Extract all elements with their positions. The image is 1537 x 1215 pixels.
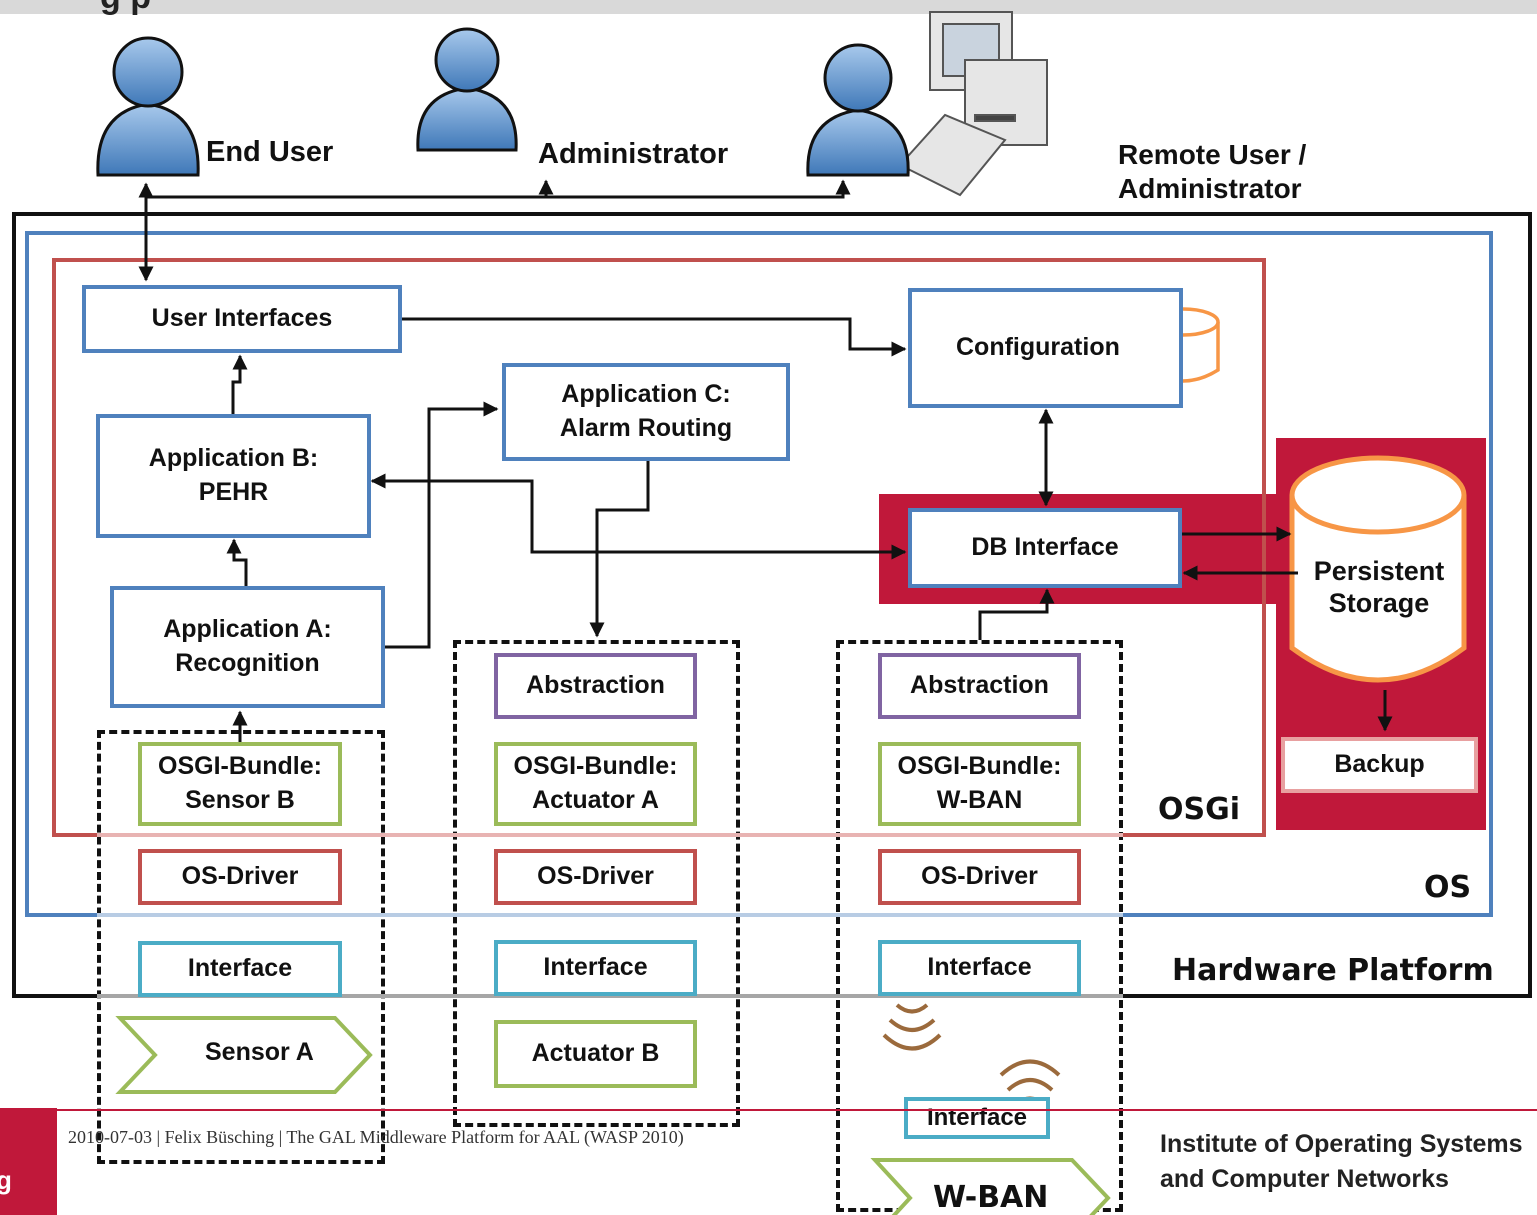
wban-to-db-arrow bbox=[978, 588, 1055, 640]
appb-to-ui-arrow bbox=[231, 354, 248, 414]
wireless-signal-icon bbox=[882, 1003, 1061, 1107]
actuator-interface-box: Interface bbox=[494, 940, 697, 996]
os-boundary-line bbox=[97, 913, 1123, 917]
application-b-box: Application B: PEHR bbox=[96, 414, 371, 538]
configuration-box: Configuration bbox=[908, 288, 1183, 408]
actor-bus-line bbox=[146, 183, 845, 199]
wban-bundle-box: OSGI-Bundle: W-BAN bbox=[878, 742, 1081, 826]
appc-to-actuator-arrow bbox=[589, 461, 650, 638]
actuator-abstraction-box: Abstraction bbox=[494, 653, 697, 719]
footer-rule bbox=[57, 1109, 1537, 1111]
actuator-b-box: Actuator B bbox=[494, 1020, 697, 1088]
footer-institute: Institute of Operating Systems and Compu… bbox=[1160, 1130, 1523, 1193]
wban-interface-box: Interface bbox=[878, 940, 1081, 996]
wban-abstraction-box: Abstraction bbox=[878, 653, 1081, 719]
persistent-storage-cylinder bbox=[1289, 455, 1467, 683]
configuration-label: Configuration bbox=[956, 333, 1120, 362]
wban-os-driver-box: OS-Driver bbox=[878, 849, 1081, 905]
persistent-storage-label: Persistent Storage bbox=[1313, 556, 1445, 619]
appb-db-bidirectional-arrow bbox=[370, 473, 907, 560]
osgi-label: OSGi bbox=[1158, 792, 1241, 827]
user-interfaces-box: User Interfaces bbox=[82, 285, 402, 353]
wban-device-interface-box: Interface bbox=[904, 1097, 1050, 1139]
os-label: OS bbox=[1424, 870, 1472, 905]
end-user-icon bbox=[96, 36, 200, 177]
end-user-label: End User bbox=[206, 136, 334, 168]
sensor-bundle-box: OSGI-Bundle: Sensor B bbox=[138, 742, 342, 826]
backup-box: Backup bbox=[1281, 737, 1478, 793]
application-a-box: Application A: Recognition bbox=[110, 586, 385, 708]
hardware-boundary-line bbox=[97, 994, 1123, 998]
sensor-a-shape bbox=[115, 1016, 373, 1094]
appa-to-appc-arrow bbox=[385, 401, 499, 649]
administrator-icon bbox=[416, 27, 518, 152]
actuator-bundle-box: OSGI-Bundle: Actuator A bbox=[494, 742, 697, 826]
application-c-box: Application C: Alarm Routing bbox=[502, 363, 790, 461]
footer-logo-fragment: g bbox=[0, 1165, 12, 1195]
appa-to-appb-arrow bbox=[226, 538, 248, 586]
osgi-boundary-line bbox=[97, 833, 1123, 837]
sensor-a-label: Sensor A bbox=[205, 1038, 314, 1066]
remote-user-label: Remote User / Administrator bbox=[1118, 139, 1307, 204]
wban-device-shape bbox=[870, 1158, 1111, 1215]
actuator-column-group bbox=[453, 640, 740, 1127]
slide-title-bar bbox=[0, 0, 1537, 14]
footer-citation: 2010-07-03 | Felix Büsching | The GAL Mi… bbox=[68, 1127, 684, 1147]
administrator-label: Administrator bbox=[538, 138, 729, 170]
db-interface-box: DB Interface bbox=[908, 508, 1182, 588]
slide-title-fragment: g p bbox=[100, 0, 151, 17]
footer-logo-block bbox=[0, 1108, 57, 1215]
ui-to-config-arrow bbox=[402, 317, 907, 357]
wban-device-label: W-BAN bbox=[933, 1180, 1049, 1215]
sensor-interface-box: Interface bbox=[138, 941, 342, 997]
actuator-os-driver-box: OS-Driver bbox=[494, 849, 697, 905]
remote-user-computer-icon bbox=[806, 11, 1048, 197]
sensor-os-driver-box: OS-Driver bbox=[138, 849, 342, 905]
hardware-platform-label: Hardware Platform bbox=[1172, 953, 1494, 988]
